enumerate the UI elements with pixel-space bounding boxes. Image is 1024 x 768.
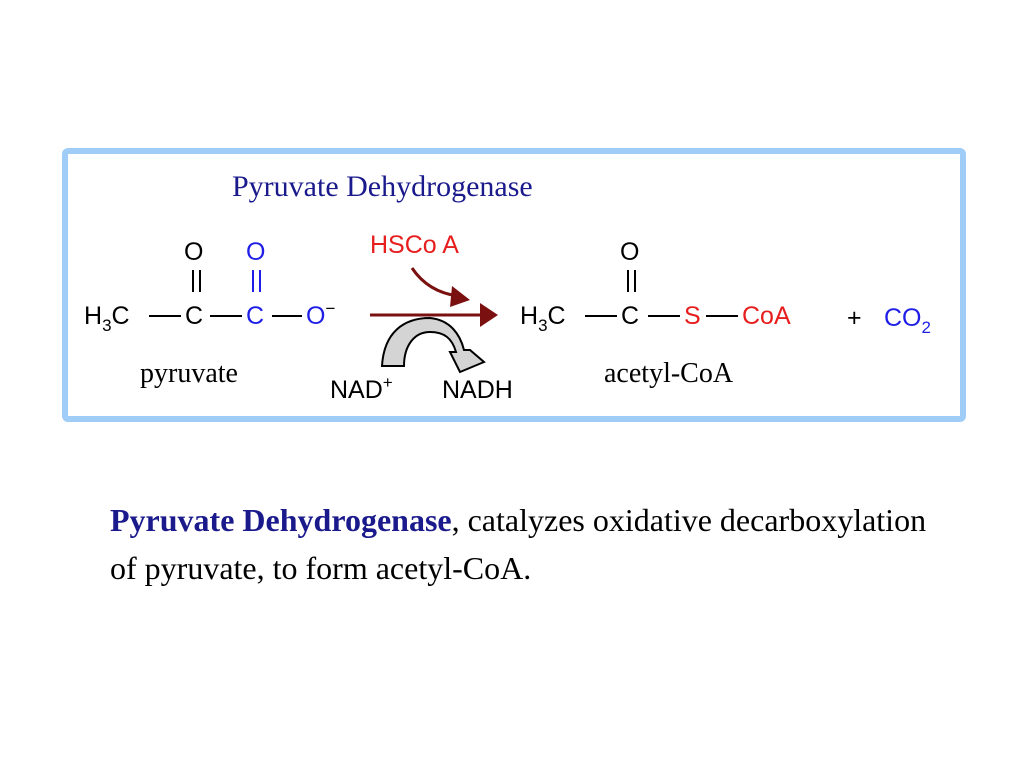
pyruvate-keto-oxygen: O [184, 238, 204, 266]
pyruvate-keto-carbon: C [185, 302, 204, 330]
plus-sign: + [847, 304, 862, 332]
pyruvate-methyl: H3C [84, 302, 130, 335]
hscoa-arrow-head [450, 286, 470, 307]
hscoa-label: HSCo A [370, 231, 459, 259]
acetyl-sulfur: S [684, 302, 701, 330]
acetyl-methyl: H3C [520, 302, 566, 335]
nad-curved-arrow [380, 316, 486, 374]
acetyl-coa-group: CoA [742, 302, 791, 330]
description-enzyme-name: Pyruvate Dehydrogenase [110, 502, 452, 538]
nadh-label: NADH [442, 376, 513, 404]
nad-plus-label: NAD+ [330, 373, 393, 404]
description-paragraph: Pyruvate Dehydrogenase, catalyzes oxidat… [110, 496, 930, 592]
pyruvate-carboxyl-oxygen: O [246, 238, 266, 266]
co2-label: CO2 [884, 304, 931, 337]
reaction-title: Pyruvate Dehydrogenase [232, 170, 533, 203]
pyruvate-carboxylate-oxygen: O− [306, 299, 336, 330]
hscoa-curved-arrow [410, 267, 459, 298]
reaction-arrow-head [480, 303, 498, 327]
pyruvate-label: pyruvate [140, 358, 238, 389]
acetyl-carbon: C [621, 302, 640, 330]
reaction-frame [62, 148, 966, 422]
description-text: , catalyzes oxidative decarboxylation of… [110, 502, 927, 586]
acetyl-coa-label: acetyl-CoA [604, 358, 734, 389]
acetyl-oxygen: O [620, 238, 640, 266]
pyruvate-carboxyl-carbon: C [246, 302, 265, 330]
